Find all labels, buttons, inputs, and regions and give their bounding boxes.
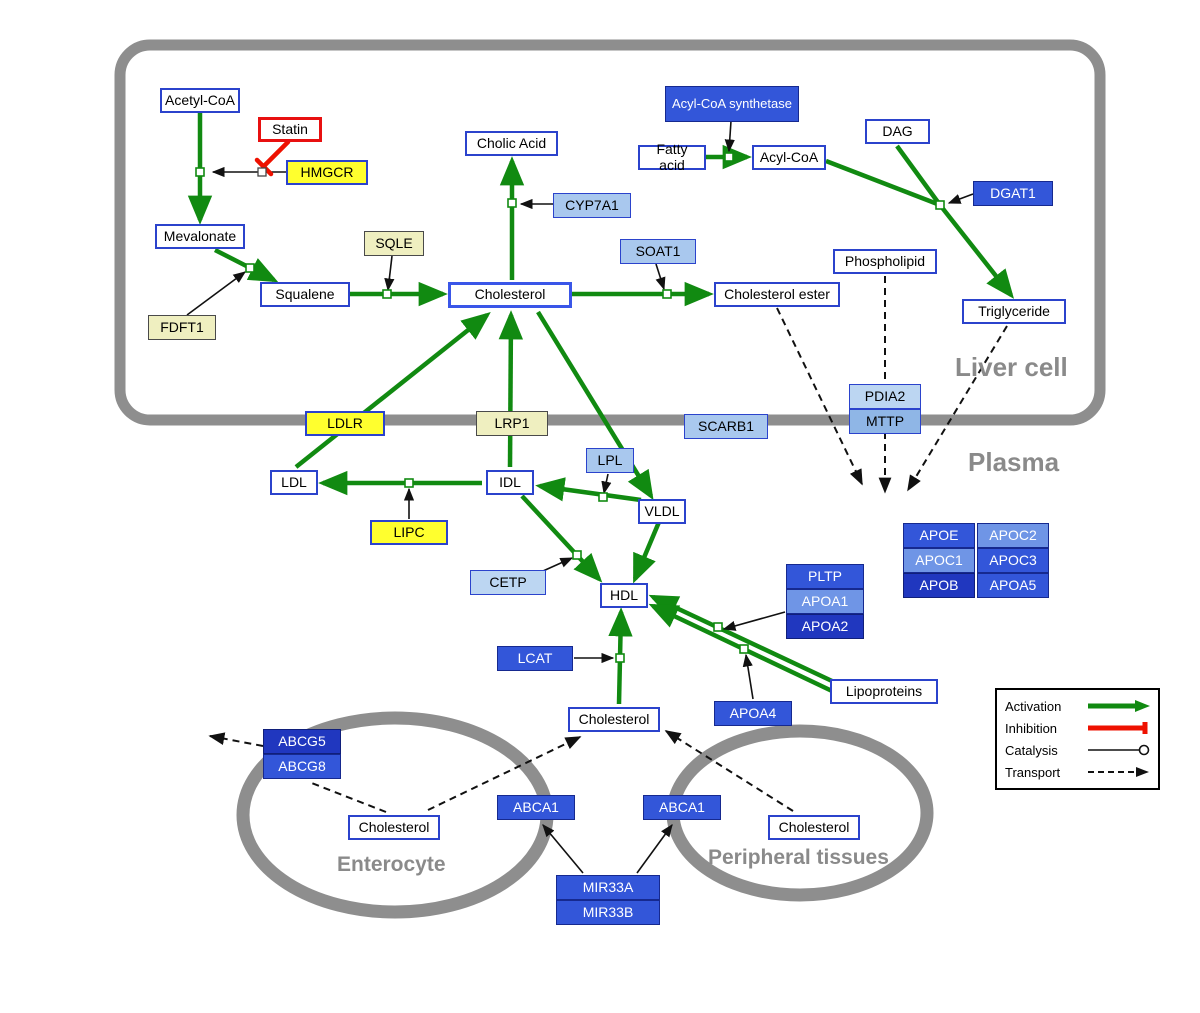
node-acyl-coa-synthetase[interactable]: Acyl-CoA synthetase — [665, 86, 799, 122]
node-apoc3[interactable]: APOC3 — [977, 548, 1049, 573]
node-abca1-enterocyte[interactable]: ABCA1 — [497, 795, 575, 820]
reaction-anchors — [195, 152, 945, 663]
node-apoa1[interactable]: APOA1 — [786, 589, 864, 614]
transport-dashed-arrow-icon — [1088, 767, 1149, 777]
node-abca1-peripheral[interactable]: ABCA1 — [643, 795, 721, 820]
legend-transport-label: Transport — [1005, 764, 1061, 780]
node-cholesterol-liver[interactable]: Cholesterol — [448, 282, 572, 308]
node-triglyceride[interactable]: Triglyceride — [962, 299, 1066, 324]
legend-activation-label: Activation — [1005, 698, 1062, 714]
liver-membrane — [114, 39, 1106, 426]
node-lrp1[interactable]: LRP1 — [476, 411, 548, 436]
legend-row-inhibition: Inhibition — [1005, 720, 1150, 736]
node-acyl-coa[interactable]: Acyl-CoA — [752, 145, 826, 170]
node-apoe[interactable]: APOE — [903, 523, 975, 548]
node-ldl[interactable]: LDL — [270, 470, 318, 495]
node-squalene[interactable]: Squalene — [260, 282, 350, 307]
node-lpl[interactable]: LPL — [586, 448, 634, 473]
label-plasma: Plasma — [968, 447, 1060, 477]
node-phospholipid[interactable]: Phospholipid — [833, 249, 937, 274]
node-hdl[interactable]: HDL — [600, 583, 648, 608]
node-sqle[interactable]: SQLE — [364, 231, 424, 256]
node-dgat1[interactable]: DGAT1 — [973, 181, 1053, 206]
node-dag[interactable]: DAG — [865, 119, 930, 144]
legend: Activation Inhibition Catalysis Transpor… — [995, 688, 1160, 790]
node-lipc[interactable]: LIPC — [370, 520, 448, 545]
node-cholesterol-ester[interactable]: Cholesterol ester — [714, 282, 840, 307]
node-ldlr[interactable]: LDLR — [305, 411, 385, 436]
node-abcg5[interactable]: ABCG5 — [263, 729, 341, 754]
node-scarb1[interactable]: SCARB1 — [684, 414, 768, 439]
legend-row-activation: Activation — [1005, 698, 1150, 714]
node-mir33b[interactable]: MIR33B — [556, 900, 660, 925]
legend-catalysis-label: Catalysis — [1005, 742, 1058, 758]
node-apoc1[interactable]: APOC1 — [903, 548, 975, 573]
node-cholesterol-enterocyte[interactable]: Cholesterol — [348, 815, 440, 840]
node-pdia2[interactable]: PDIA2 — [849, 384, 921, 409]
node-abcg8[interactable]: ABCG8 — [263, 754, 341, 779]
inhibition-tbar-icon — [1088, 722, 1148, 734]
node-mevalonate[interactable]: Mevalonate — [155, 224, 245, 249]
node-pltp[interactable]: PLTP — [786, 564, 864, 589]
node-idl[interactable]: IDL — [486, 470, 534, 495]
label-enterocyte: Enterocyte — [337, 853, 446, 876]
node-apoc2[interactable]: APOC2 — [977, 523, 1049, 548]
node-cyp7a1[interactable]: CYP7A1 — [553, 193, 631, 218]
legend-row-transport: Transport — [1005, 764, 1150, 780]
node-hmgcr[interactable]: HMGCR — [286, 160, 368, 185]
node-lcat[interactable]: LCAT — [497, 646, 573, 671]
label-peripheral-tissues: Peripheral tissues — [708, 846, 889, 869]
node-vldl[interactable]: VLDL — [638, 499, 686, 524]
legend-inhibition-label: Inhibition — [1005, 720, 1058, 736]
legend-row-catalysis: Catalysis — [1005, 742, 1150, 758]
node-cholic-acid[interactable]: Cholic Acid — [465, 131, 558, 156]
node-cholesterol-peripheral[interactable]: Cholesterol — [768, 815, 860, 840]
node-mir33a[interactable]: MIR33A — [556, 875, 660, 900]
node-mttp[interactable]: MTTP — [849, 409, 921, 434]
node-apoa5[interactable]: APOA5 — [977, 573, 1049, 598]
node-fatty-acid[interactable]: Fatty acid — [638, 141, 706, 172]
activation-arrow-icon — [1088, 700, 1150, 712]
node-statin[interactable]: Statin — [258, 117, 322, 142]
catalysis-circle-icon — [1088, 744, 1150, 756]
node-apob[interactable]: APOB — [903, 573, 975, 598]
node-apoa4[interactable]: APOA4 — [714, 701, 792, 726]
node-soat1[interactable]: SOAT1 — [620, 239, 696, 264]
activation-edges — [187, 113, 1015, 705]
node-cholesterol-plasma[interactable]: Cholesterol — [568, 707, 660, 732]
node-cetp[interactable]: CETP — [470, 570, 546, 595]
catalysis-edges — [186, 120, 974, 874]
node-fdft1[interactable]: FDFT1 — [148, 315, 216, 340]
inhibition-edge — [254, 139, 291, 177]
label-liver-cell: Liver cell — [955, 352, 1068, 382]
node-apoa2[interactable]: APOA2 — [786, 614, 864, 639]
node-lipoproteins[interactable]: Lipoproteins — [830, 679, 938, 704]
node-acetyl-coa[interactable]: Acetyl-CoA — [160, 88, 240, 113]
